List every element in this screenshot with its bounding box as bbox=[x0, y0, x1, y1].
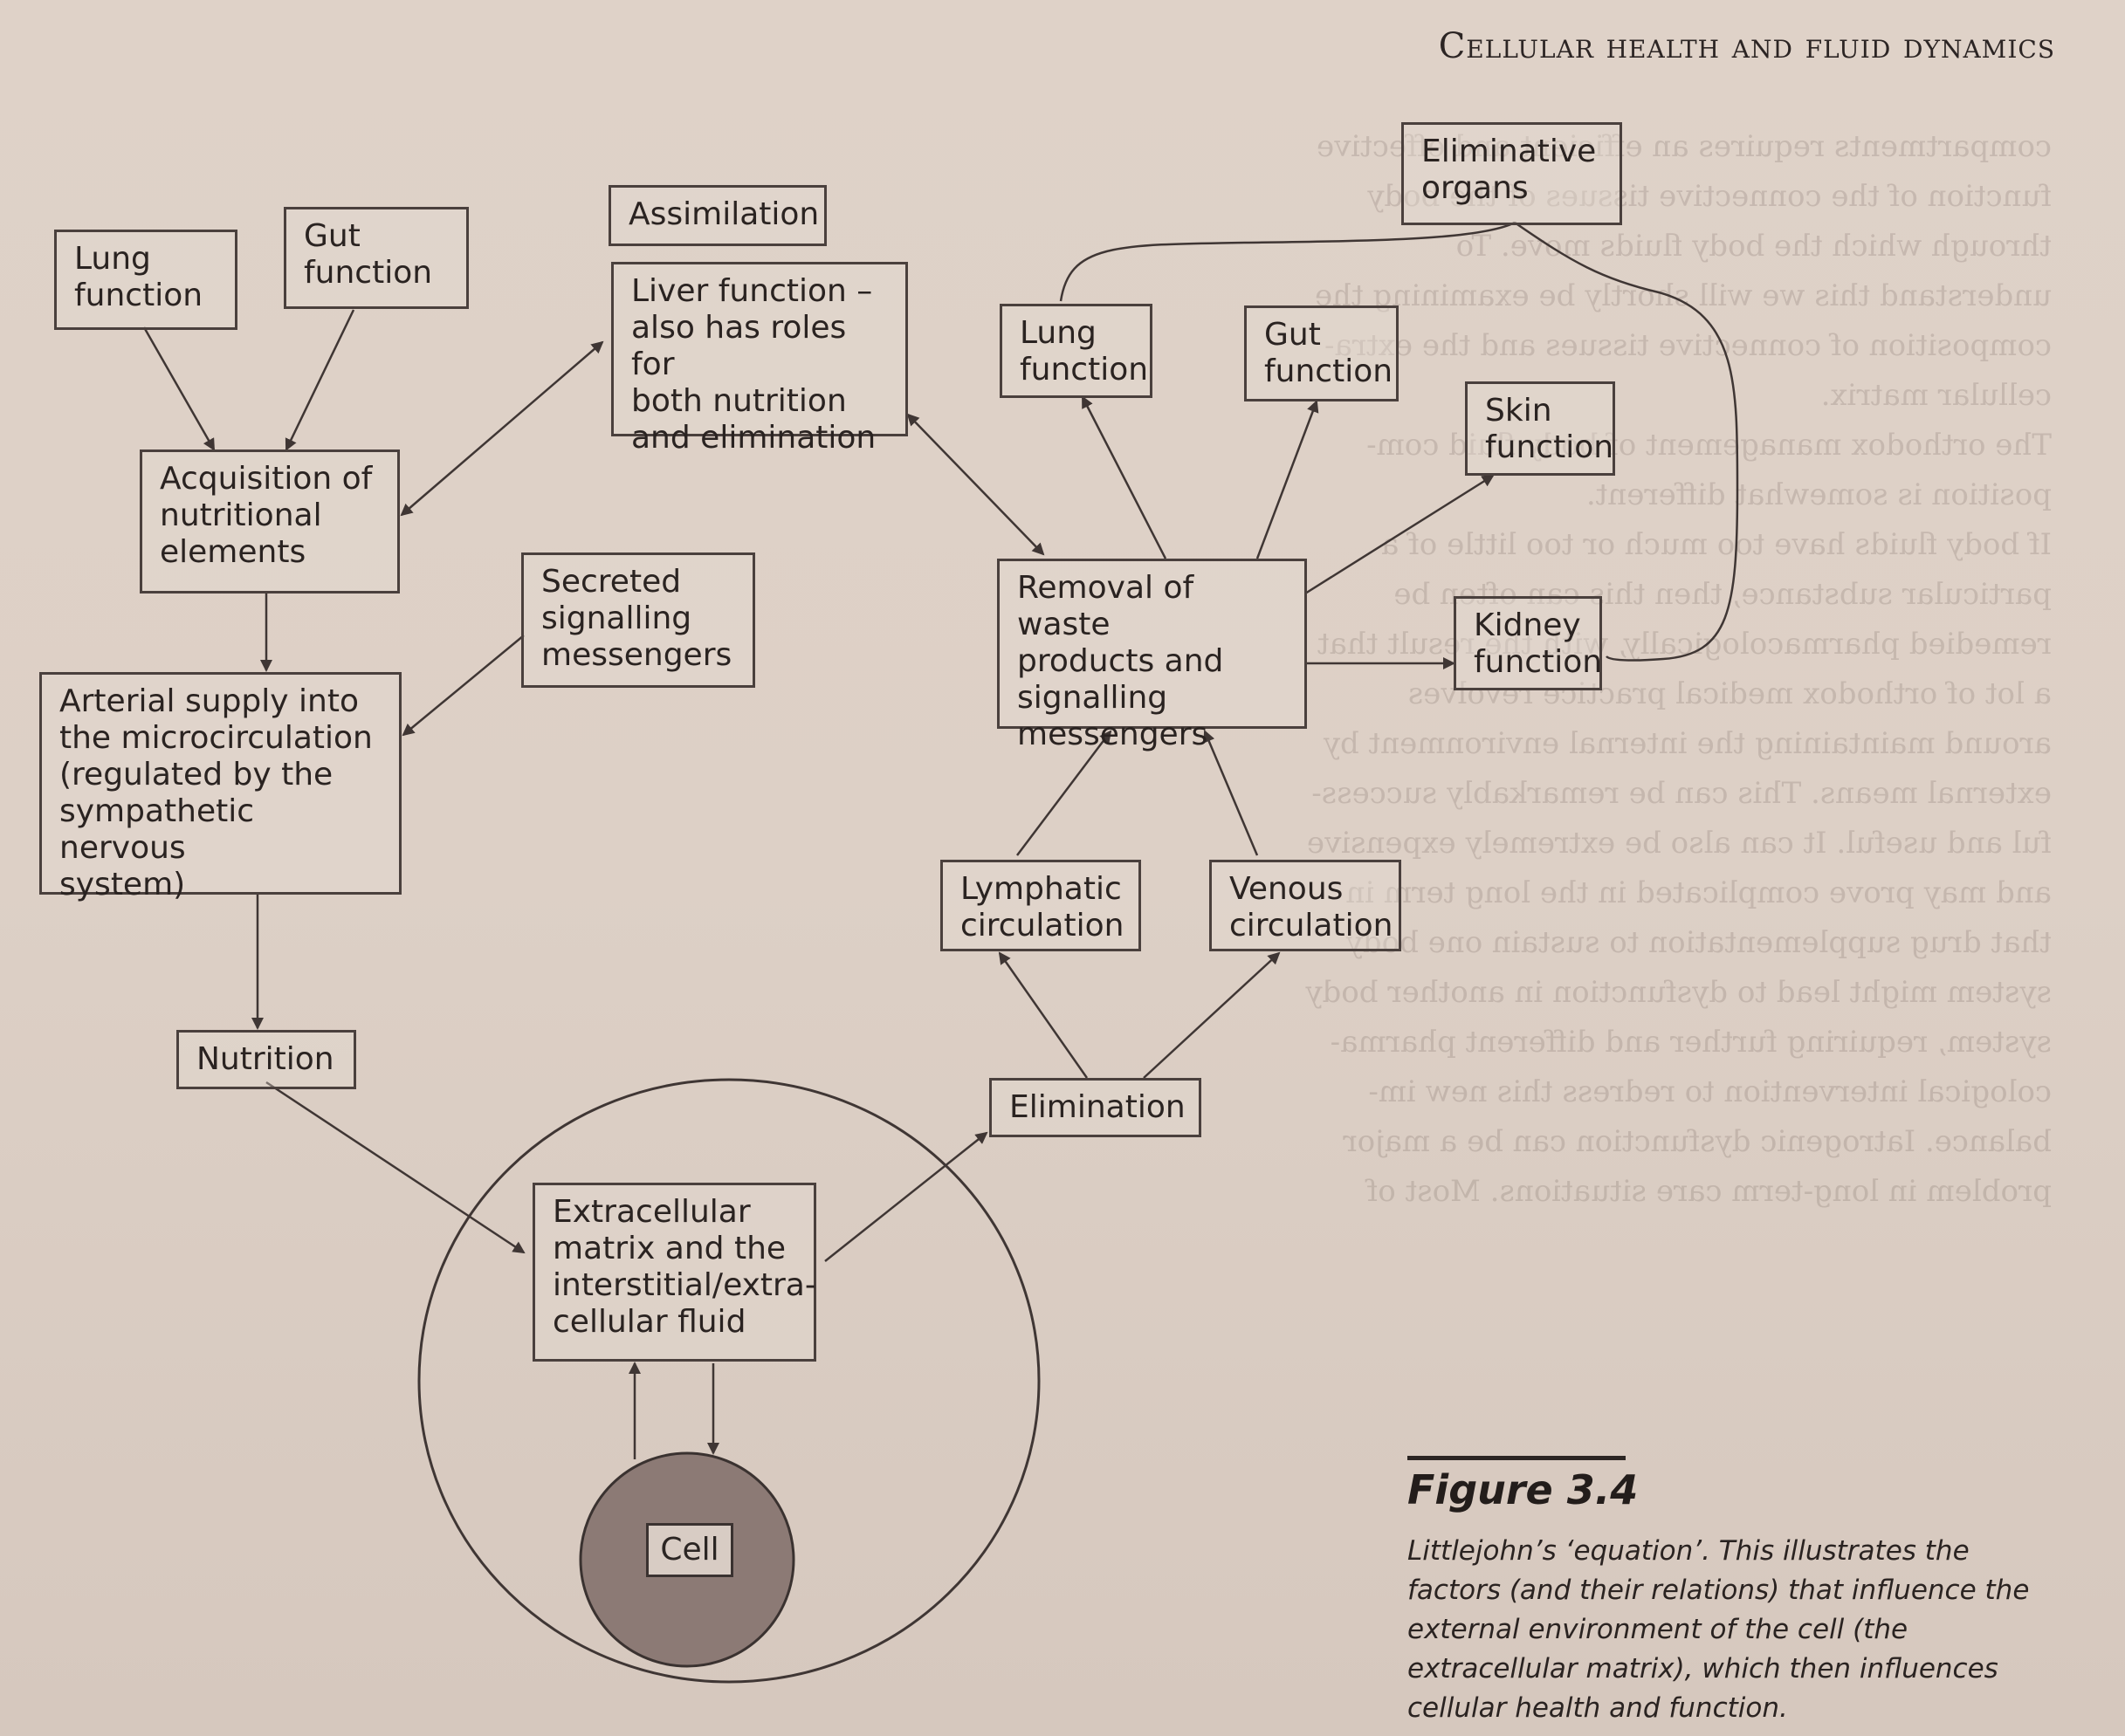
brace-eliminative-organs bbox=[1059, 221, 1739, 662]
arrow-matrix-to-elimination bbox=[824, 1131, 988, 1262]
venous-circulation-box: Venous circulation bbox=[1209, 860, 1401, 951]
arrow-removal-to-skin bbox=[1304, 474, 1495, 595]
assimilation-label: Assimilation bbox=[629, 196, 820, 232]
arrow-lung-to-acquisition bbox=[142, 326, 216, 451]
figure-caption: Littlejohn’s ‘equation’. This illustrate… bbox=[1407, 1535, 2030, 1724]
extracellular-matrix-box: Extracellular matrix and the interstitia… bbox=[533, 1183, 816, 1362]
figure-title: Figure 3.4 bbox=[1407, 1466, 1639, 1513]
arrow-acquisition-liver bbox=[400, 340, 604, 517]
arterial-supply-box: Arterial supply into the microcirculatio… bbox=[39, 672, 402, 902]
arrow-elimination-to-lymphatic bbox=[998, 951, 1089, 1079]
skin-function-label: Skin function bbox=[1485, 393, 1614, 465]
assimilation-box: Assimilation bbox=[609, 185, 827, 246]
acquisition-label: Acquisition of nutritional elements bbox=[160, 461, 373, 570]
elimination-box: Elimination bbox=[989, 1078, 1201, 1137]
arrow-gut-to-acquisition bbox=[285, 309, 355, 451]
figure-rule bbox=[1407, 1456, 1626, 1460]
running-head-text: Cellular health and fluid dynamics bbox=[1438, 26, 2055, 66]
arrow-nutrition-to-matrix bbox=[265, 1081, 526, 1254]
acquisition-box: Acquisition of nutritional elements bbox=[140, 449, 400, 594]
gut-function-box-2: Gut function bbox=[1244, 305, 1399, 401]
arrow-removal-to-gut bbox=[1255, 400, 1319, 559]
skin-function-box: Skin function bbox=[1465, 381, 1615, 476]
liver-function-box: Liver function – also has roles for both… bbox=[611, 262, 908, 456]
arrow-liver-removal bbox=[906, 413, 1045, 556]
lung-function-label-2: Lung function bbox=[1020, 315, 1149, 388]
nutrition-label: Nutrition bbox=[196, 1041, 334, 1077]
kidney-function-box: Kidney function bbox=[1454, 596, 1602, 690]
cell-environment-ellipse bbox=[417, 1078, 1041, 1684]
lung-function-box-2: Lung function bbox=[1000, 304, 1152, 398]
gut-function-label-1: Gut function bbox=[304, 218, 433, 291]
cell-label: Cell bbox=[660, 1532, 719, 1568]
lung-function-box-1: Lung function bbox=[54, 230, 237, 330]
arrow-venous-to-removal bbox=[1203, 730, 1259, 856]
running-head: Cellular health and fluid dynamics bbox=[1439, 26, 2055, 66]
extracellular-matrix-label: Extracellular matrix and the interstitia… bbox=[553, 1194, 816, 1340]
arterial-supply-label: Arterial supply into the microcirculatio… bbox=[59, 683, 373, 902]
venous-circulation-label: Venous circulation bbox=[1229, 871, 1393, 943]
removal-of-waste-box: Removal of waste products and signalling… bbox=[997, 559, 1307, 752]
lymphatic-circulation-box: Lymphatic circulation bbox=[940, 860, 1141, 951]
cell-label-box: Cell bbox=[646, 1523, 733, 1577]
nutrition-box: Nutrition bbox=[176, 1030, 356, 1089]
arrow-elimination-to-venous bbox=[1143, 951, 1281, 1079]
arrow-removal-to-lung bbox=[1081, 395, 1167, 559]
lung-function-label-1: Lung function bbox=[74, 241, 203, 313]
removal-of-waste-label: Removal of waste products and signalling… bbox=[1017, 570, 1224, 752]
kidney-function-label: Kidney function bbox=[1474, 607, 1603, 680]
secreted-signalling-box: Secreted signalling messengers bbox=[521, 552, 755, 688]
eliminative-organs-box: Eliminative organs bbox=[1401, 122, 1622, 225]
gut-function-label-2: Gut function bbox=[1264, 317, 1393, 389]
arrow-lymphatic-to-removal bbox=[1016, 730, 1112, 856]
elimination-label: Elimination bbox=[1009, 1089, 1186, 1125]
secreted-signalling-label: Secreted signalling messengers bbox=[541, 564, 732, 673]
lymphatic-circulation-label: Lymphatic circulation bbox=[960, 871, 1124, 943]
gut-function-box-1: Gut function bbox=[284, 207, 469, 309]
liver-function-label: Liver function – also has roles for both… bbox=[631, 273, 877, 456]
eliminative-organs-label: Eliminative organs bbox=[1421, 134, 1597, 206]
arrow-secreted-to-arterial bbox=[402, 635, 525, 737]
